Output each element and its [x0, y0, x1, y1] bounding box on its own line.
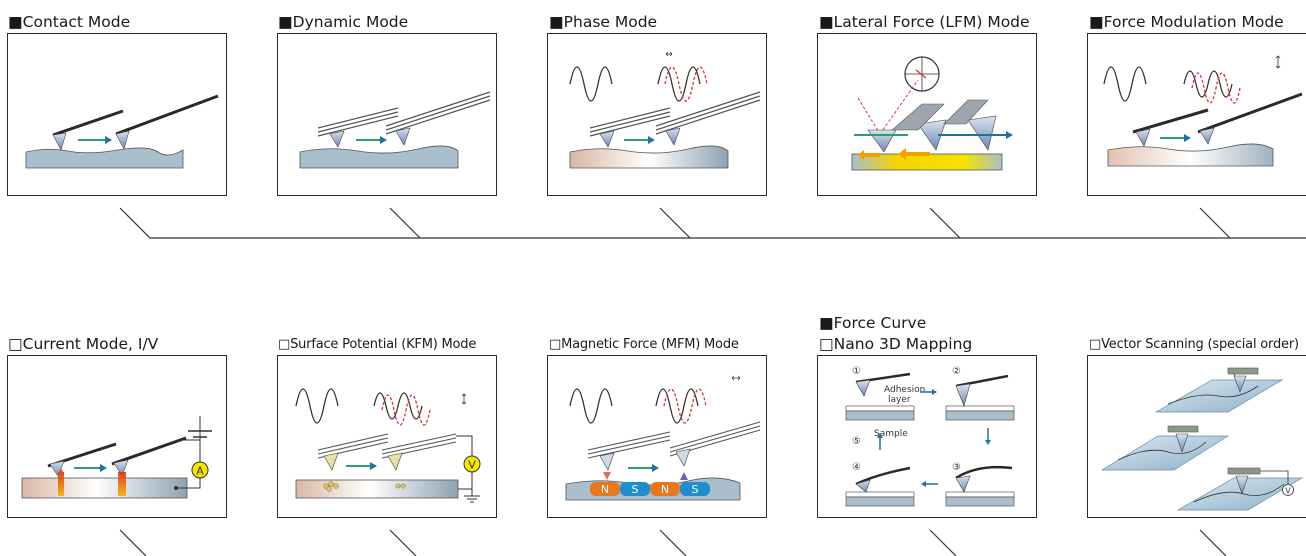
current-mode-panel: A	[7, 355, 227, 518]
phase-mode-panel	[547, 33, 767, 196]
adhesion-label: Adhesion	[884, 385, 925, 395]
force-modulation-mode-title: ■Force Modulation Mode	[1089, 13, 1284, 31]
contact-mode-panel	[7, 33, 227, 196]
force-curve-title: ■Force Curve	[819, 314, 927, 332]
dynamic-mode-title: ■Dynamic Mode	[278, 13, 409, 31]
magnet-s-label: S	[692, 483, 699, 496]
probe-tip	[329, 130, 345, 148]
voltmeter-label: V	[468, 459, 476, 472]
nano-3d-mapping-title: □Nano 3D Mapping	[819, 335, 973, 353]
reference-wave	[569, 66, 613, 102]
step-1-label: ①	[852, 366, 861, 377]
voltmeter-symbol	[1282, 484, 1294, 496]
vector-scanning-panel: V	[1087, 355, 1306, 518]
phase-shift-wave	[664, 66, 708, 102]
sample-surface	[299, 145, 459, 169]
friction-arrow	[898, 148, 930, 160]
contact-mode-title: ■Contact Mode	[8, 13, 131, 31]
dynamic-mode-panel	[277, 33, 497, 196]
step-3-label: ③	[952, 462, 961, 473]
magnet-n-label: N	[661, 483, 669, 496]
current-mode-title: □Current Mode, I/V	[8, 335, 159, 353]
lateral-force-panel	[817, 33, 1037, 196]
lateral-force-illustration	[851, 56, 1013, 171]
contact-mode-illustration	[25, 94, 219, 169]
magnetic-force-panel: N S N S	[547, 355, 767, 518]
current-mode-illustration: A	[21, 416, 212, 499]
surface-potential-mode-title: □Surface Potential (KFM) Mode	[278, 337, 477, 352]
step-5-label: ⑤	[852, 436, 861, 447]
surface-potential-panel: V	[277, 355, 497, 518]
magnet-n-label: N	[601, 483, 609, 496]
layer-label: layer	[888, 395, 911, 405]
sample-surface	[25, 147, 184, 169]
magnetic-force-mode-title: □Magnetic Force (MFM) Mode	[549, 337, 739, 352]
voltmeter-symbol	[463, 455, 481, 473]
force-curve-illustration: ① ② ⑤ ④ ③ Adhesion layer Sample	[845, 366, 1015, 507]
vector-scanning-title: □Vector Scanning (special order)	[1089, 337, 1299, 352]
cantilever	[115, 94, 219, 136]
probe-tip	[867, 129, 897, 153]
oscillating-cantilever	[317, 91, 491, 137]
probe-tip	[395, 127, 411, 146]
voltmeter-label: V	[1285, 487, 1291, 496]
laser-beam	[857, 97, 881, 135]
phase-mode-illustration	[569, 51, 761, 169]
cantilever	[52, 109, 124, 137]
force-curve-panel: ① ② ⑤ ④ ③ Adhesion layer Sample	[817, 355, 1037, 518]
magnetic-force-illustration: N S N S	[565, 375, 761, 501]
sample-label: Sample	[874, 429, 908, 439]
ammeter-label: A	[196, 465, 204, 478]
ammeter-symbol	[191, 461, 209, 479]
magnet-domains: N S N S	[590, 482, 710, 496]
dynamic-mode-illustration	[299, 91, 491, 169]
force-modulation-panel	[1087, 33, 1306, 196]
scan-plane	[1176, 477, 1304, 511]
sample-surface	[21, 477, 188, 499]
sample-surface	[569, 145, 729, 169]
scan-plane	[1100, 435, 1230, 471]
step-4-label: ④	[852, 462, 861, 473]
phase-mode-title: ■Phase Mode	[549, 13, 658, 31]
magnet-s-label: S	[632, 483, 639, 496]
probe-tip	[115, 130, 130, 150]
vector-scanning-illustration: V	[1100, 367, 1304, 511]
force-modulation-illustration	[1103, 55, 1303, 167]
probe-tip	[52, 132, 67, 151]
surface-potential-illustration: V	[295, 388, 481, 503]
signal-wave	[657, 66, 701, 102]
step-2-label: ②	[952, 366, 961, 377]
lateral-force-mode-title: ■Lateral Force (LFM) Mode	[819, 13, 1030, 31]
